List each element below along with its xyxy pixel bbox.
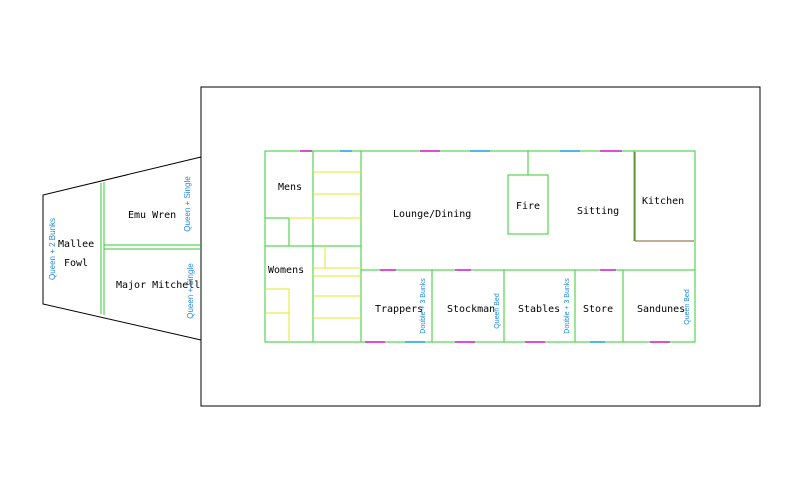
bed-label-emu-wren: Queen + Single bbox=[183, 176, 192, 232]
room-label-mallee-line1: Mallee bbox=[58, 239, 94, 250]
room-label-stockman: Stockman bbox=[447, 304, 495, 315]
room-label-stables: Stables bbox=[518, 304, 560, 315]
room-label-emu-wren: Emu Wren bbox=[128, 210, 176, 221]
doors bbox=[340, 150, 605, 343]
room-label-trappers: Trappers bbox=[375, 304, 423, 315]
room-label-mallee-line2: Fowl bbox=[64, 258, 88, 269]
bed-label-trappers: Double + 3 Bunks bbox=[420, 278, 427, 334]
windows bbox=[300, 150, 670, 343]
wing-outline bbox=[42, 156, 202, 341]
bed-label-stockman: Queen Bed bbox=[494, 293, 501, 329]
room-label-store: Store bbox=[583, 304, 613, 315]
room-label-fire: Fire bbox=[516, 201, 540, 212]
building-walls bbox=[264, 150, 696, 343]
room-label-major-mitchell: Major Mitchell bbox=[116, 280, 200, 291]
room-label-mens: Mens bbox=[278, 182, 302, 193]
kitchen-wall bbox=[634, 152, 694, 242]
room-label-kitchen: Kitchen bbox=[642, 196, 684, 207]
room-label-sitting: Sitting bbox=[577, 206, 619, 217]
wing-walls bbox=[100, 182, 201, 315]
room-label-womens: Womens bbox=[268, 265, 304, 276]
stairs bbox=[265, 171, 361, 342]
bed-label-major-mitchell: Queen + Single bbox=[186, 263, 195, 319]
bed-label-sandunes: Queen Bed bbox=[684, 289, 691, 325]
room-label-sandunes: Sandunes bbox=[637, 304, 685, 315]
room-label-lounge: Lounge/Dining bbox=[393, 209, 471, 220]
bed-label-stables: Double + 3 Bunks bbox=[564, 278, 571, 334]
bed-label-mallee: Queen + 2 Bunks bbox=[48, 218, 57, 280]
